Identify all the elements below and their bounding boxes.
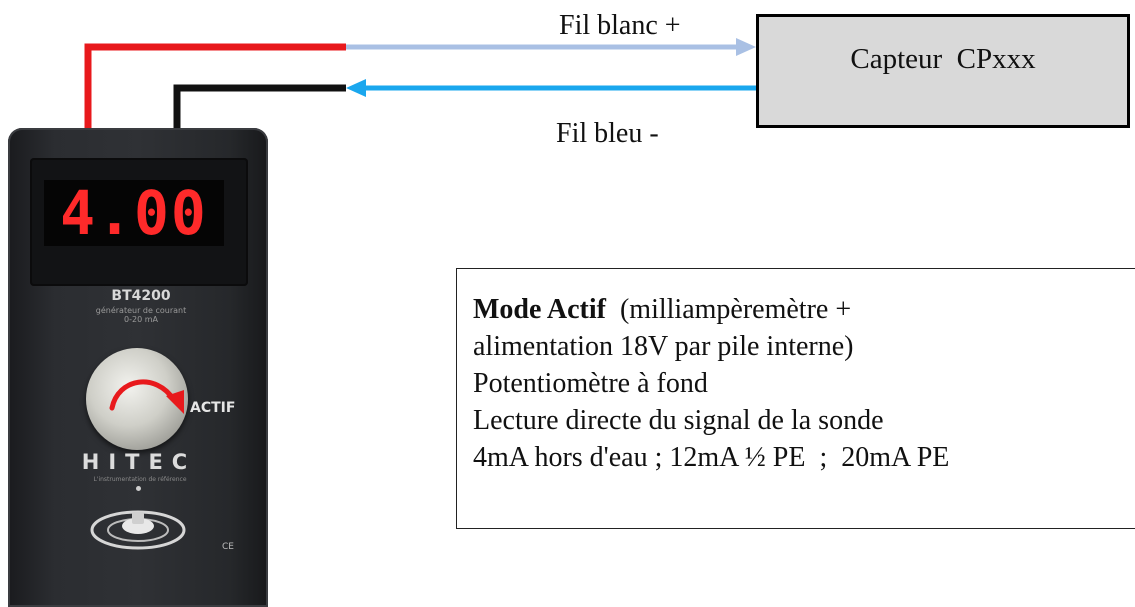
note-title: Mode Actif bbox=[473, 294, 606, 325]
brand-logo: HITEC bbox=[81, 450, 197, 474]
device-model-subtitle-line2: 0-20 mA bbox=[124, 315, 158, 324]
note-line-3: Potentiomètre à fond bbox=[473, 368, 708, 399]
current-generator-device: 4.00 BT4200 générateur de courant 0-20 m… bbox=[8, 128, 268, 607]
sensor-box: Capteur CPxxx bbox=[756, 14, 1130, 128]
sensor-label: Capteur CPxxx bbox=[850, 42, 1036, 75]
note-line-4: Lecture directe du signal de la sonde bbox=[473, 405, 884, 436]
white-wire-label: Fil blanc + bbox=[559, 10, 681, 41]
display-screen: 4.00 bbox=[44, 177, 224, 249]
device-model: BT4200 bbox=[111, 288, 171, 304]
device-model-subtitle: générateur de courant 0-20 mA bbox=[78, 306, 204, 324]
display-value: 4.00 bbox=[60, 177, 208, 249]
mode-label: ACTIF bbox=[190, 400, 236, 416]
note-line-1-rest: (milliampèremètre + bbox=[605, 294, 852, 325]
note-line-1: Mode Actif (milliampèremètre + bbox=[473, 291, 1135, 328]
arrow-left-icon bbox=[346, 79, 366, 97]
arrow-right-icon bbox=[736, 38, 756, 56]
rotate-arrow-icon bbox=[109, 379, 184, 414]
indicator-led bbox=[136, 486, 141, 491]
brand-subtitle: L'instrumentation de référence bbox=[93, 476, 187, 483]
mode-description-box: Mode Actif (milliampèremètre + alimentat… bbox=[456, 268, 1135, 529]
red-wire bbox=[84, 43, 346, 130]
black-wire bbox=[173, 84, 346, 130]
note-line-2: alimentation 18V par pile interne) bbox=[473, 331, 854, 362]
ce-mark: CE bbox=[222, 542, 234, 552]
hitec-emblem-icon bbox=[90, 510, 186, 550]
device-model-subtitle-line1: générateur de courant bbox=[95, 306, 187, 315]
blue-wire-label: Fil bleu - bbox=[556, 118, 659, 149]
note-line-5: 4mA hors d'eau ; 12mA ½ PE ; 20mA PE bbox=[473, 442, 950, 473]
